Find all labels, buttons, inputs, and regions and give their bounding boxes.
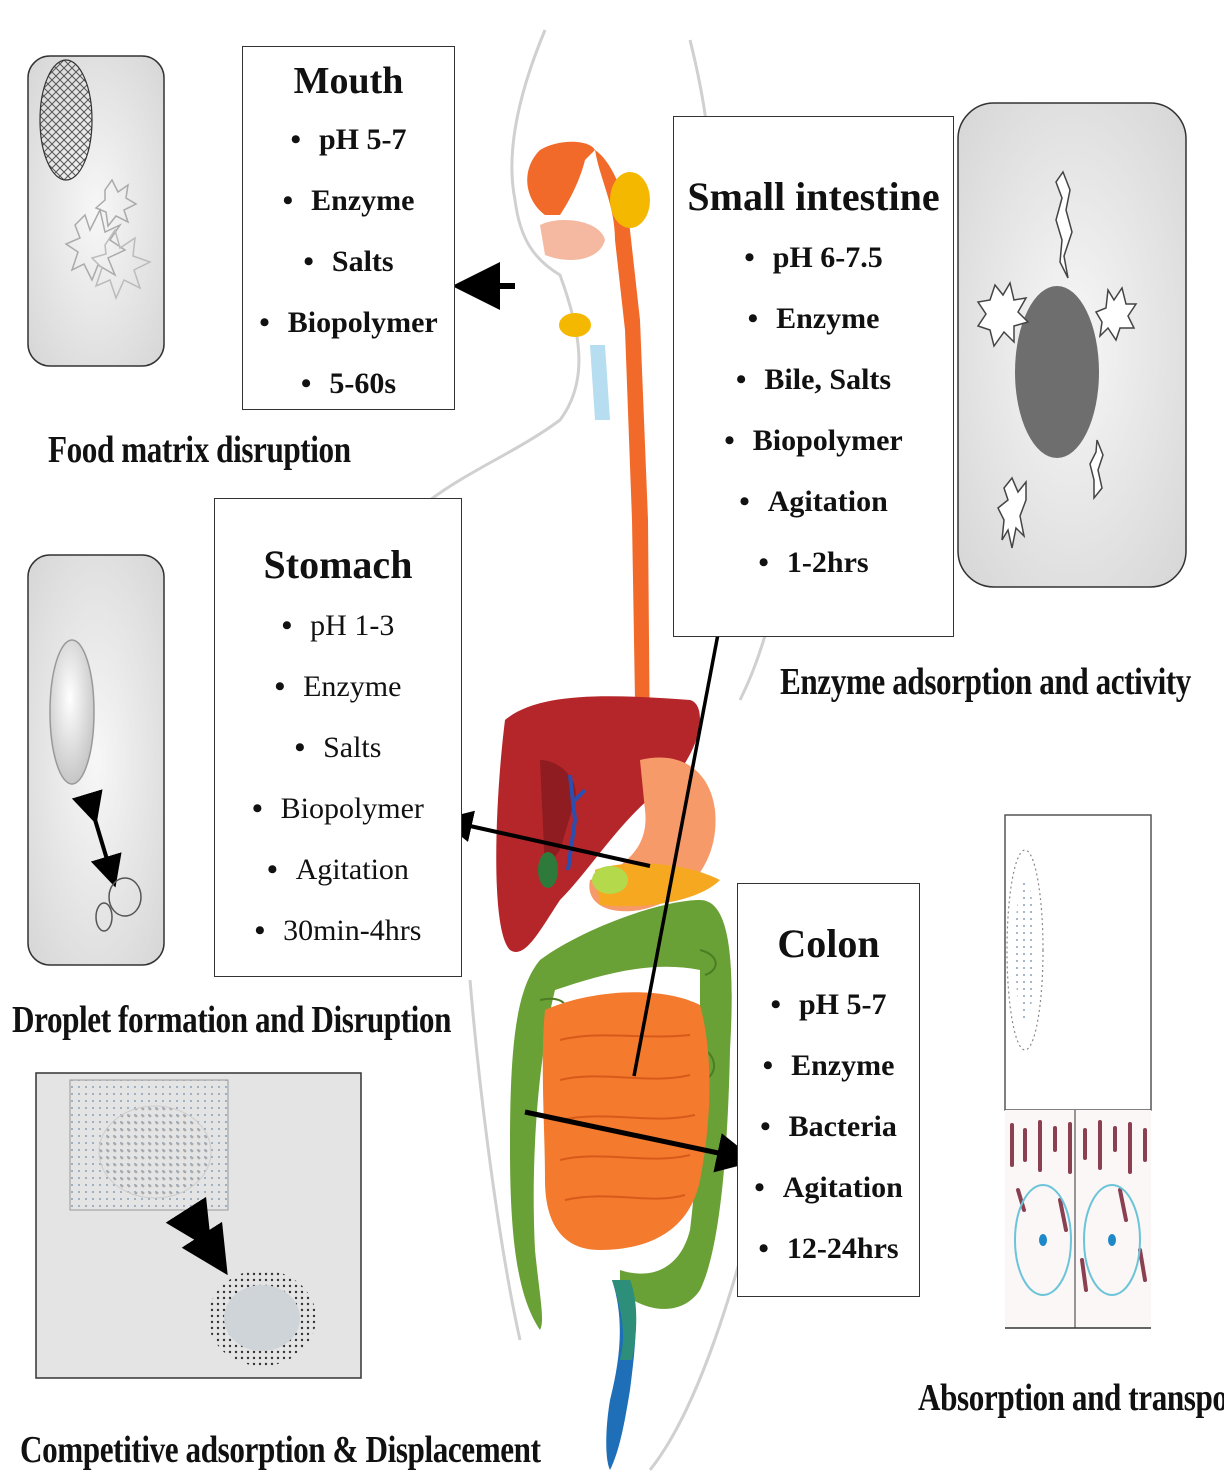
list-item: Bile, Salts bbox=[674, 349, 953, 410]
small-intestine-list: pH 6-7.5 Enzyme Bile, Salts Biopolymer A… bbox=[674, 227, 953, 593]
list-item: Salts bbox=[215, 717, 461, 778]
colon-title: Colon bbox=[738, 914, 919, 974]
list-item: Biopolymer bbox=[215, 778, 461, 839]
mouth-list: pH 5-7 Enzyme Salts Biopolymer 5-60s bbox=[243, 109, 454, 414]
list-item: Biopolymer bbox=[243, 292, 454, 353]
list-item: Agitation bbox=[674, 471, 953, 532]
small-intestine-title: Small intestine bbox=[674, 167, 953, 227]
caption-competitive: Competitive adsorption & Displacement bbox=[20, 1428, 541, 1472]
enzyme-panel bbox=[958, 103, 1186, 587]
list-item: pH 1-3 bbox=[215, 595, 461, 656]
list-item: 5-60s bbox=[243, 353, 454, 414]
caption-food-matrix: Food matrix disruption bbox=[48, 428, 351, 472]
mouth-title: Mouth bbox=[243, 53, 454, 109]
list-item: 30min-4hrs bbox=[215, 900, 461, 961]
list-item: Enzyme bbox=[243, 170, 454, 231]
stomach-box: Stomach pH 1-3 Enzyme Salts Biopolymer A… bbox=[214, 498, 462, 977]
list-item: Enzyme bbox=[674, 288, 953, 349]
caption-enzyme: Enzyme adsorption and activity bbox=[780, 660, 1191, 704]
list-item: pH 5-7 bbox=[243, 109, 454, 170]
list-item: Bacteria bbox=[738, 1096, 919, 1157]
list-item: pH 5-7 bbox=[738, 974, 919, 1035]
list-item: Enzyme bbox=[215, 656, 461, 717]
list-item: Biopolymer bbox=[674, 410, 953, 471]
caption-droplet: Droplet formation and Disruption bbox=[12, 998, 451, 1042]
caption-absorption: Absorption and transport bbox=[918, 1376, 1224, 1420]
stomach-title: Stomach bbox=[215, 535, 461, 595]
colon-box: Colon pH 5-7 Enzyme Bacteria Agitation 1… bbox=[737, 883, 920, 1297]
food-matrix-panel bbox=[28, 56, 164, 366]
absorption-panel bbox=[1005, 815, 1151, 1328]
competitive-panel bbox=[36, 1073, 361, 1378]
mouth-box: Mouth pH 5-7 Enzyme Salts Biopolymer 5-6… bbox=[242, 46, 455, 410]
list-item: pH 6-7.5 bbox=[674, 227, 953, 288]
esophagus bbox=[527, 142, 650, 760]
list-item: Agitation bbox=[738, 1157, 919, 1218]
list-item: 12-24hrs bbox=[738, 1218, 919, 1279]
list-item: 1-2hrs bbox=[674, 532, 953, 593]
salivary-gland bbox=[610, 172, 650, 228]
stomach-list: pH 1-3 Enzyme Salts Biopolymer Agitation… bbox=[215, 595, 461, 961]
list-item: Salts bbox=[243, 231, 454, 292]
small-intestine-box: Small intestine pH 6-7.5 Enzyme Bile, Sa… bbox=[673, 116, 954, 637]
droplet-panel bbox=[28, 555, 164, 965]
colon-list: pH 5-7 Enzyme Bacteria Agitation 12-24hr… bbox=[738, 974, 919, 1279]
list-item: Enzyme bbox=[738, 1035, 919, 1096]
list-item: Agitation bbox=[215, 839, 461, 900]
